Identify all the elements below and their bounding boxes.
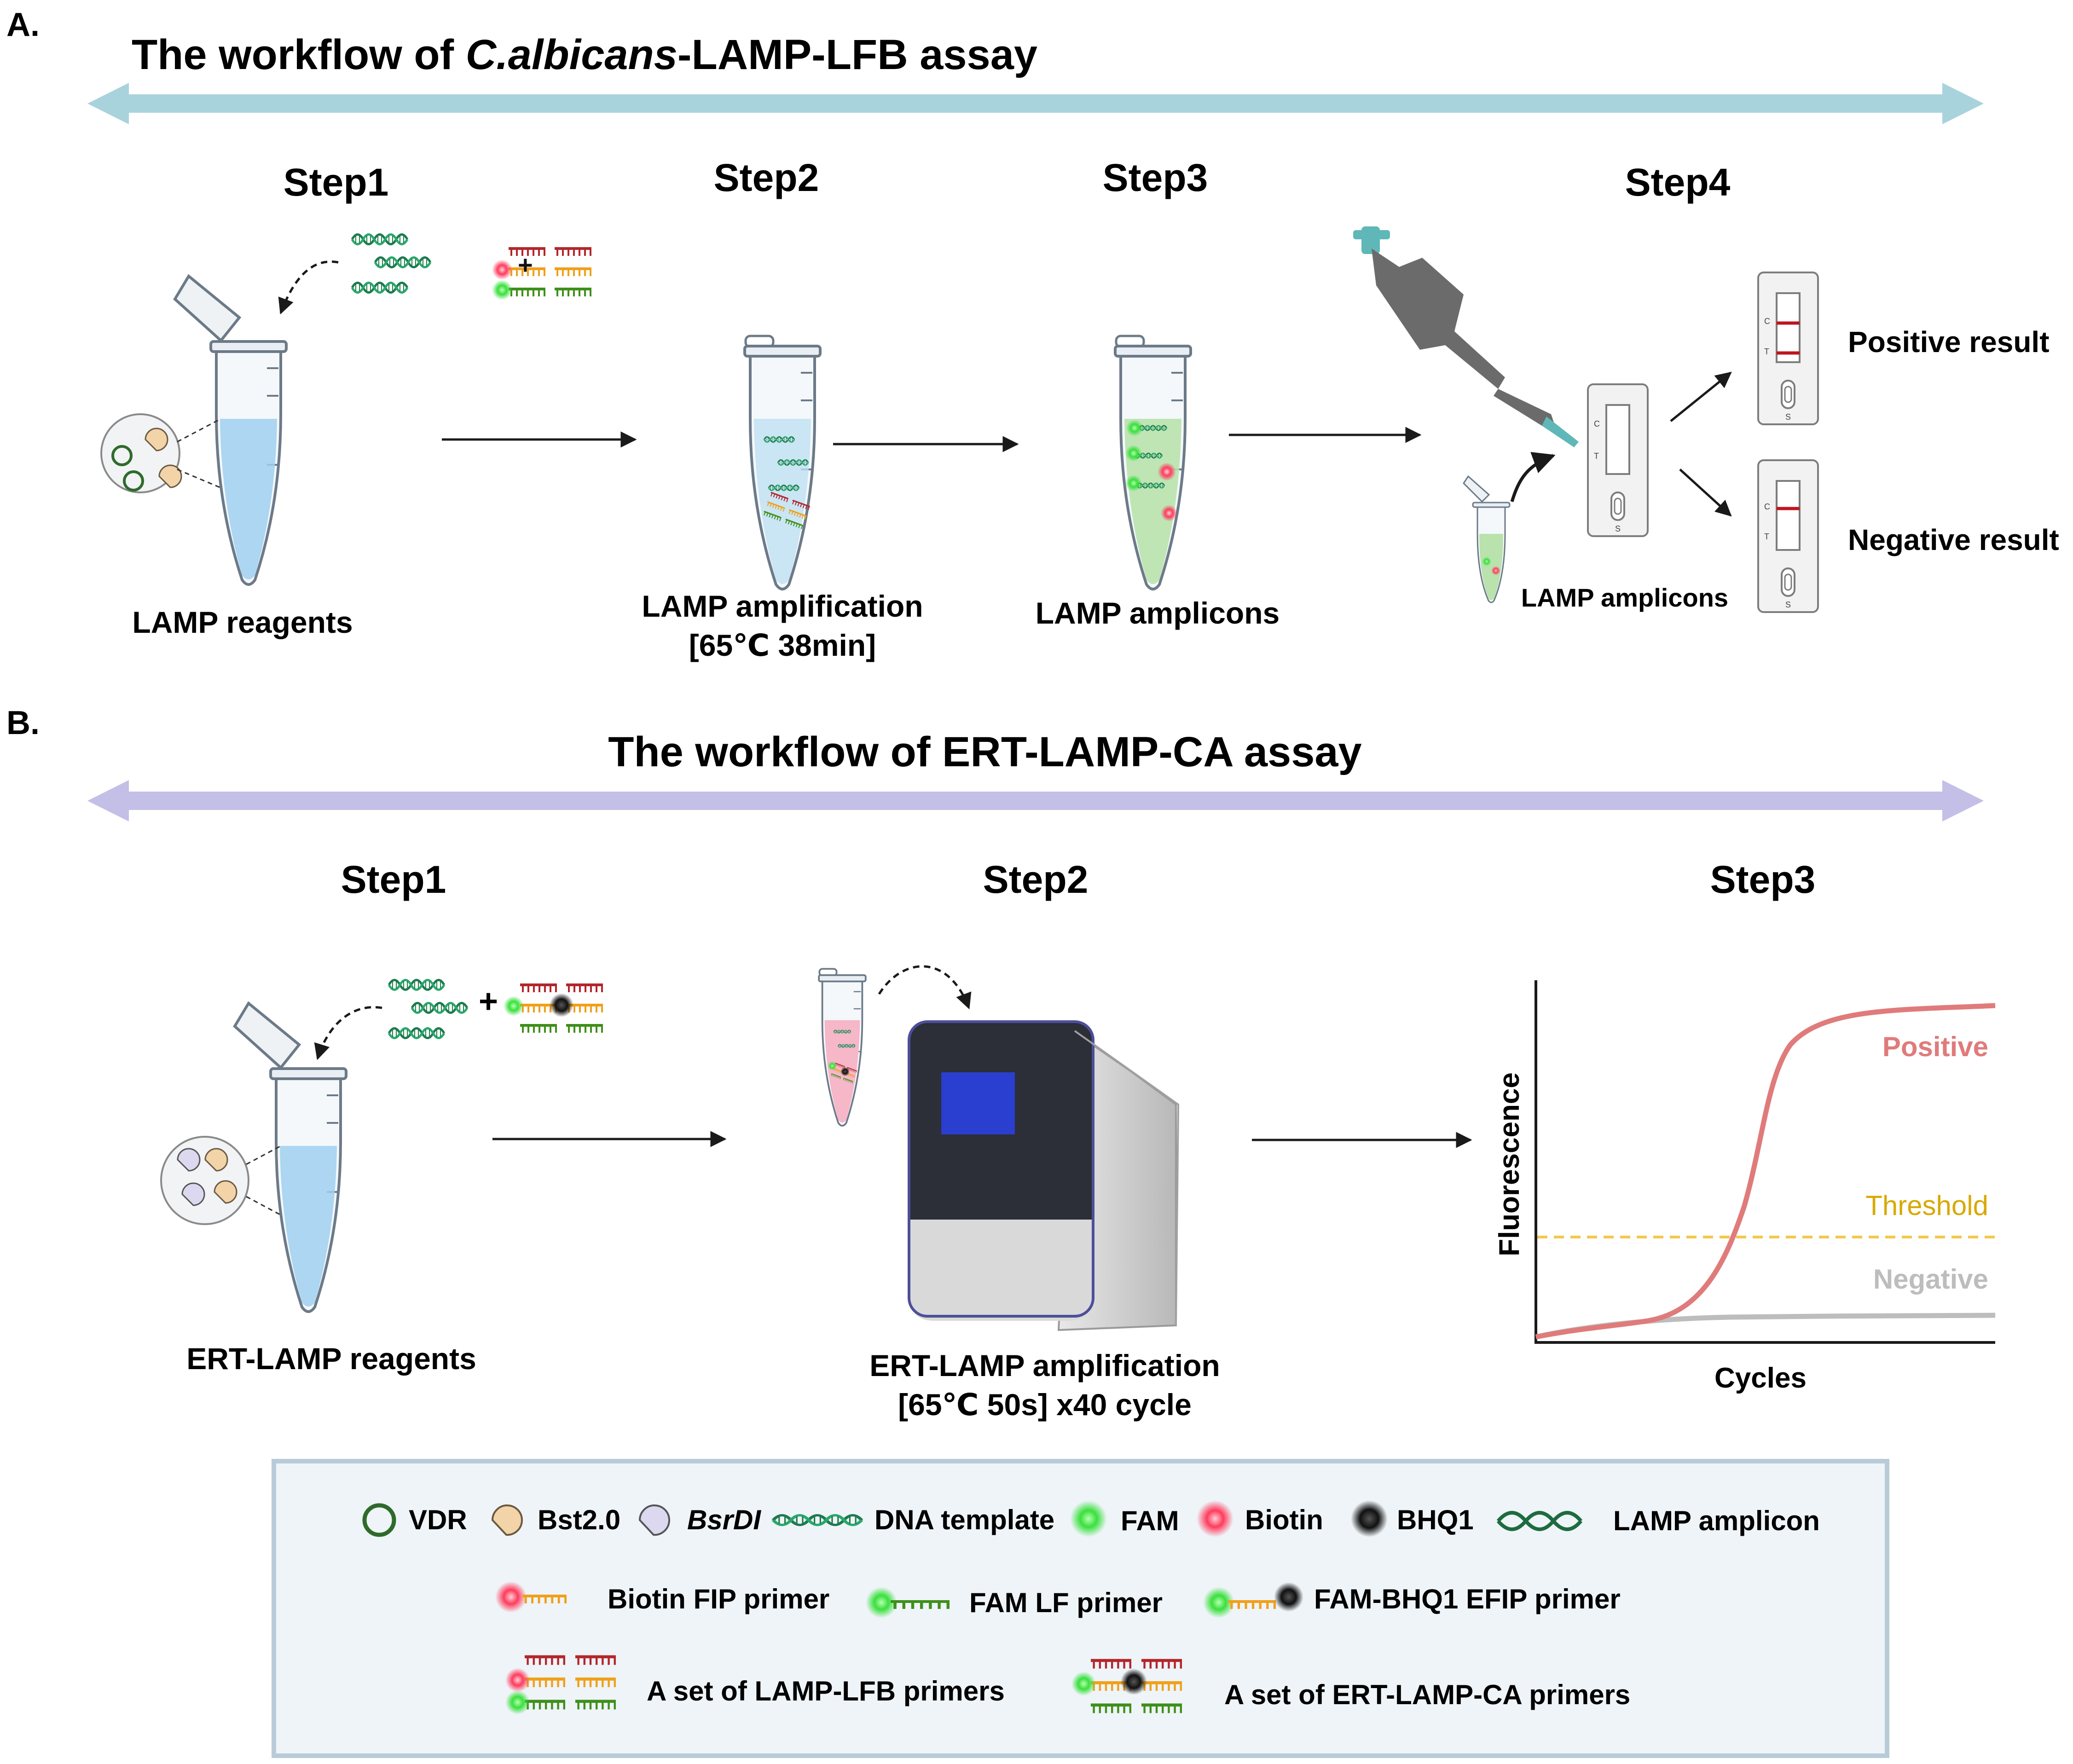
legend-biotin: Biotin (1245, 1504, 1323, 1535)
legend-ca-set-icon (1071, 1660, 1182, 1713)
legend-lamp-amplicon-icon (1496, 1511, 1583, 1531)
a-primer-set-icon: + (492, 249, 591, 300)
legend-fam-icon (1070, 1500, 1107, 1537)
b-step2-caption-line1: ERT-LAMP amplification (869, 1348, 1220, 1382)
panel-a-step4: Step4 (1625, 161, 1731, 204)
a-step1-caption: LAMP reagents (132, 605, 353, 639)
b-step2-caption-line2: [65℃ 50s] x40 cycle (898, 1388, 1192, 1422)
lfb-strip-sample: C T S (1587, 383, 1649, 537)
legend-biotin-fip: Biotin FIP primer (608, 1584, 829, 1614)
a-step4-curved-arrow (1510, 452, 1556, 503)
a-reagent-zoom-circle (100, 413, 221, 493)
panel-a-label: A. (6, 6, 40, 43)
panel-b-title: The workflow of ERT-LAMP-CA assay (608, 729, 1361, 775)
panel-b-step2: Step2 (983, 858, 1089, 901)
b-step1-tube (233, 1001, 346, 1312)
fluorescence-chart: Positive Threshold Negative Fluorescence… (1494, 980, 1996, 1394)
panel-b-double-arrow (87, 780, 1984, 821)
pipette-icon (1353, 226, 1579, 447)
a-step1-tube (173, 274, 286, 584)
threshold-label: Threshold (1865, 1190, 1988, 1221)
legend-lfb-set-icon (505, 1657, 616, 1715)
positive-curve-label: Positive (1882, 1031, 1988, 1062)
legend-vdr: VDR (409, 1504, 467, 1535)
a-step1-dashed-arrow (278, 260, 339, 315)
bst-icon (158, 464, 182, 488)
b-step2-dashed-arrow (878, 965, 972, 1010)
b-step2-pink-tube (818, 968, 867, 1127)
panel-b-label: B. (6, 705, 40, 741)
legend-ca-set: A set of ERT-LAMP-CA primers (1224, 1679, 1630, 1710)
legend-fam-lf-dot (866, 1587, 897, 1618)
b-plus-sign: + (479, 983, 498, 1020)
svg-text:C: C (1764, 317, 1770, 326)
panel-a-title: The workflow of C.albicans-LAMP-LFB assa… (132, 31, 1037, 78)
legend-vdr-icon (362, 1503, 396, 1537)
a-step4-small-tube (1463, 475, 1511, 603)
vdr-icon (123, 470, 144, 492)
b-reagent-zoom-circle (160, 1136, 281, 1225)
legend-bhq1: BHQ1 (1397, 1504, 1474, 1535)
svg-text:T: T (1764, 347, 1769, 356)
legend-fam-lf: FAM LF primer (969, 1587, 1163, 1618)
legend-bst: Bst2.0 (538, 1504, 620, 1535)
legend-bst-icon (491, 1504, 523, 1536)
panel-b-step1: Step1 (341, 858, 446, 901)
qpcr-machine-icon (908, 1020, 1180, 1331)
chart-y-label: Fluorescence (1494, 1072, 1525, 1256)
svg-text:T: T (1594, 451, 1599, 461)
legend-lfb-set: A set of LAMP-LFB primers (647, 1676, 1005, 1706)
a-step2-caption-line1: LAMP amplification (642, 589, 923, 623)
a-arrow-to-negative (1679, 468, 1732, 517)
panel-a-step3: Step3 (1103, 156, 1208, 199)
lfb-strip-negative: C T S (1757, 459, 1819, 613)
legend-fam: FAM (1121, 1505, 1179, 1536)
a-arrow-to-positive (1670, 371, 1732, 422)
positive-result-label: Positive result (1848, 325, 2050, 359)
panel-a-double-arrow (87, 83, 1984, 124)
legend-bsrdi: BsrDI (687, 1504, 761, 1535)
a-dna-templates (352, 235, 430, 293)
b-dna-templates (389, 980, 467, 1038)
legend-efip-fam-dot (1203, 1587, 1234, 1618)
legend-dna-template: DNA template (874, 1504, 1054, 1535)
a-step3-tube (1115, 335, 1191, 589)
legend-bhq1-icon (1351, 1500, 1388, 1537)
b-step1-caption: ERT-LAMP reagents (186, 1342, 476, 1376)
svg-text:S: S (1785, 600, 1791, 609)
legend-biotin-icon (1197, 1500, 1233, 1537)
b-primer-set-icon (504, 985, 603, 1033)
svg-text:C: C (1764, 502, 1770, 511)
legend-fam-bhq1-efip: FAM-BHQ1 EFIP primer (1314, 1584, 1621, 1614)
legend-biotin-fip-dot (495, 1581, 527, 1613)
positive-curve (1535, 1003, 1996, 1340)
panel-a-step1: Step1 (284, 161, 389, 204)
svg-text:C: C (1594, 419, 1600, 428)
negative-result-label: Negative result (1848, 523, 2059, 556)
legend-box: VDR Bst2.0 BsrDI DNA template FAM Biotin… (272, 1459, 1889, 1758)
svg-text:T: T (1764, 532, 1769, 541)
a-step3-caption: LAMP amplicons (1036, 596, 1280, 630)
bst-icon (145, 428, 168, 451)
negative-curve-label: Negative (1873, 1264, 1988, 1295)
a-step4-small-caption: LAMP amplicons (1521, 583, 1728, 612)
chart-x-label: Cycles (1714, 1362, 1807, 1394)
svg-text:+: + (518, 250, 533, 279)
svg-text:S: S (1785, 412, 1791, 422)
legend-bsrdi-icon (638, 1504, 670, 1536)
legend-lamp-amplicon: LAMP amplicon (1613, 1505, 1820, 1536)
panel-a-step2: Step2 (714, 156, 819, 199)
svg-text:S: S (1615, 524, 1621, 533)
panel-b-step3: Step3 (1710, 858, 1816, 901)
legend-efip-bhq-dot (1274, 1582, 1303, 1612)
a-step2-tube (745, 335, 820, 589)
b-step1-dashed-arrow (314, 1006, 382, 1060)
a-step2-caption-line2: [65℃ 38min] (689, 628, 876, 662)
lfb-strip-positive: C T S (1757, 272, 1819, 425)
vdr-icon (111, 445, 133, 466)
